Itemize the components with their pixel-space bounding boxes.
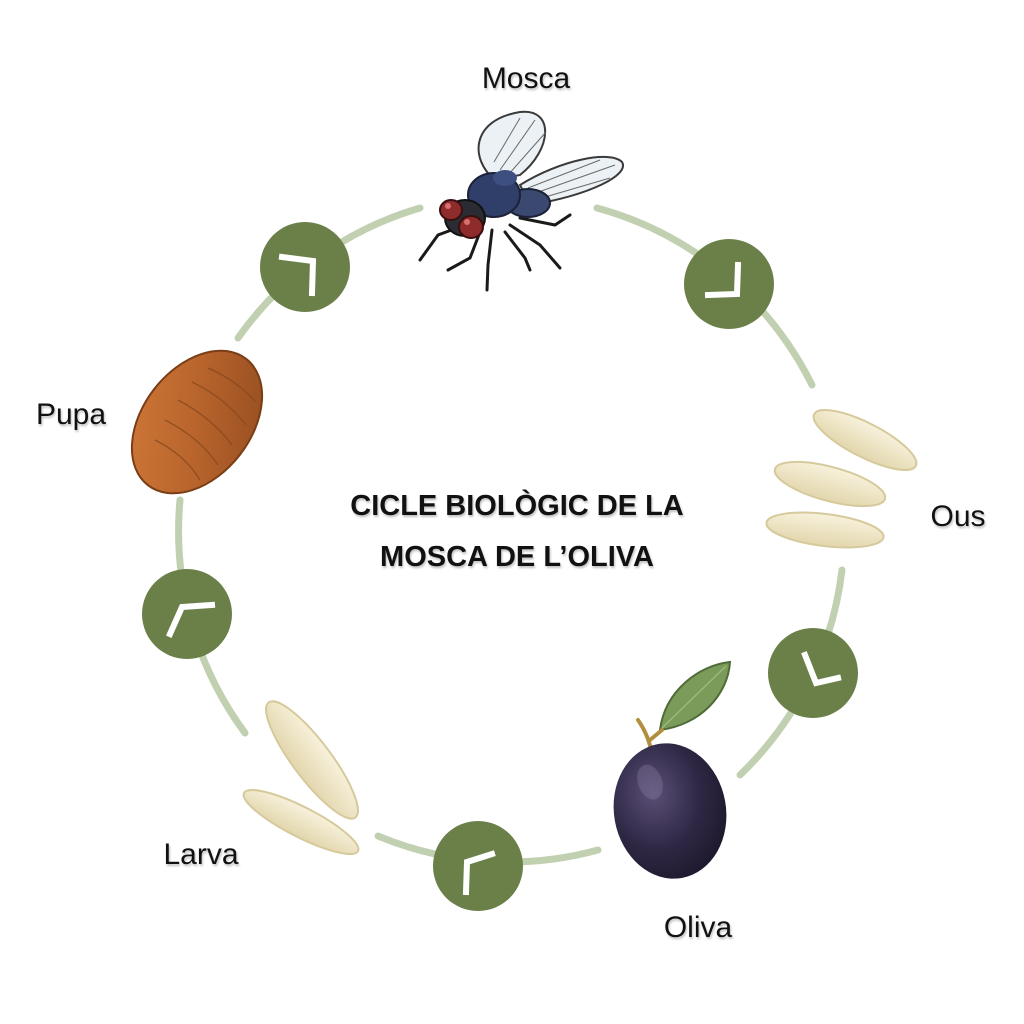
arrow-node-5 [142, 569, 232, 659]
chevron-arrow-icon [278, 253, 317, 297]
egg-3 [765, 511, 885, 549]
stage-label-ous: Ous [930, 500, 985, 533]
chevron-arrow-icon [801, 651, 842, 687]
larva-2 [242, 789, 360, 855]
fly-wing-right [518, 155, 624, 207]
eggs-icon [765, 409, 918, 549]
fly-eye-left [439, 199, 463, 221]
arrow-node-4 [433, 821, 523, 911]
stage-label-mosca: Mosca [482, 62, 571, 95]
stage-label-oliva: Oliva [664, 911, 733, 944]
chevron-arrow-icon [704, 261, 742, 299]
title-line-2: MOSCA DE L’OLIVA [380, 541, 654, 573]
stage-label-pupa: Pupa [36, 398, 106, 431]
pupa-icon [130, 349, 264, 495]
larva-icon [242, 700, 360, 855]
olive-fruit [613, 743, 727, 879]
arrow-node-3 [768, 628, 858, 718]
arrow-node-2 [684, 239, 774, 329]
stage-label-larva: Larva [163, 838, 238, 871]
larva-1 [265, 700, 359, 820]
olive-icon [613, 660, 732, 879]
title-line-1: CICLE BIOLÒGIC DE LA [350, 488, 684, 522]
egg-2 [773, 460, 887, 508]
egg-1 [812, 409, 918, 471]
chevron-arrow-icon [462, 850, 496, 896]
fly-icon [418, 110, 624, 292]
pupa-body [130, 349, 264, 495]
diagram-title: CICLE BIOLÒGIC DE LA MOSCA DE L’OLIVA [350, 488, 684, 573]
fly-eye-right [458, 215, 484, 239]
fly-wing-left [477, 110, 547, 182]
arrow-node-1 [260, 222, 350, 312]
chevron-arrow-icon [166, 601, 216, 638]
